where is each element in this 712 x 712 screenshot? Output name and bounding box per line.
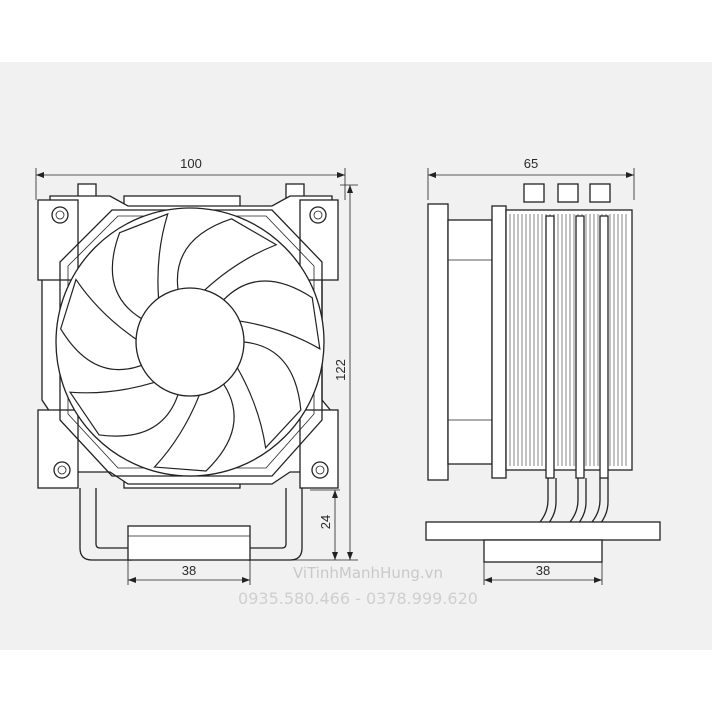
watermark-phones: 0935.580.466 - 0378.999.620	[238, 589, 478, 608]
fan-clip-top-left	[37, 199, 79, 281]
front-width-dimension: 100	[180, 156, 202, 171]
heatpipe-left-inner	[95, 488, 132, 549]
fan-side-body	[447, 219, 493, 465]
heatpipe-cap	[589, 183, 611, 203]
screw-icon	[309, 206, 327, 224]
fan-blade	[68, 381, 179, 437]
fan-blade	[236, 341, 302, 450]
fan-blade	[111, 212, 169, 320]
fan-blade	[222, 280, 321, 350]
side-depth-dimension: 65	[524, 156, 538, 171]
front-base-dimension: 38	[182, 563, 196, 578]
heatpipe	[545, 215, 555, 479]
front-view: 100 122 24 38	[35, 156, 358, 585]
fan-blade	[60, 278, 143, 371]
fan-blades	[60, 212, 321, 472]
heatpipe-right	[248, 488, 303, 561]
heatpipe-height-dimension: 24	[318, 515, 333, 529]
heatpipe	[575, 215, 585, 479]
fan-blade	[153, 383, 235, 472]
watermark-site: ViTinhManhHung.vn	[293, 564, 443, 582]
base-plate	[127, 525, 251, 561]
screw-icon	[51, 206, 69, 224]
side-base-plate	[483, 539, 603, 563]
mounting-bracket	[425, 521, 661, 541]
fan-side-clip	[491, 205, 507, 479]
heatpipe-left	[79, 488, 132, 561]
side-view: 65 38	[425, 156, 661, 585]
heatpipe	[599, 215, 609, 479]
front-height-dimension: 122	[333, 359, 348, 381]
heatpipe-right-inner	[248, 488, 287, 549]
heatpipe-cap	[523, 183, 545, 203]
screw-icon	[53, 461, 71, 479]
fan-hub	[135, 287, 245, 397]
fan-blade	[176, 218, 278, 291]
fan-side-frame	[427, 203, 449, 481]
side-base-dimension: 38	[536, 563, 550, 578]
screw-icon	[311, 461, 329, 479]
side-fin-stack	[505, 209, 633, 471]
heatpipe-cap	[557, 183, 579, 203]
